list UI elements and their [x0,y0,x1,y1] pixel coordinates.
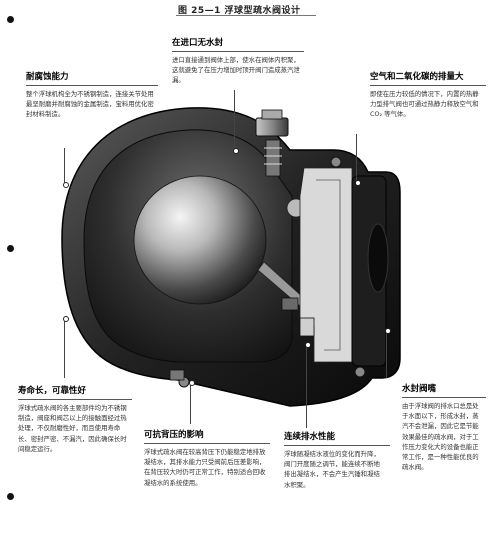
punch-hole-top [7,16,14,23]
punch-hole-middle [7,245,14,252]
leader-backpressure [190,382,191,424]
punch-hole-bottom [7,493,14,500]
callout-corrosion: 耐腐蚀能力 整个浮球机构全为不锈钢制造，连接关节处用最坚耐磨并耐腐蚀的金属制造，… [26,72,158,120]
figure-title-rule [176,15,316,16]
callout-inlet-body: 进口直接通到阀体上部，使水在阀体内积聚，这就避免了在压力增加时顶开阀门造成蒸汽泄… [172,56,300,85]
leader-air-dot [355,180,361,186]
callout-seal-rule [402,397,486,398]
leader-continuous-dot [305,342,311,348]
leader-life [64,318,65,378]
leader-continuous [306,344,307,428]
callout-corrosion-body: 整个浮球机构全为不锈钢制造，连接关节处用最坚耐磨并耐腐蚀的金属制造，宝料用优化密… [26,90,154,119]
leader-backpressure-dot [189,380,195,386]
flange-bolt-2 [354,366,366,378]
callout-backpressure: 可抗背压的影响 浮球式疏水阀在较高背压下仍能稳定地排放凝结水，其排水能力只受阀前… [144,430,270,488]
callout-air-heading: 空气和二氧化碳的排量大 [370,72,464,82]
main-valve-seat [299,317,315,337]
leader-seal-dot [385,328,391,334]
callout-continuous-body: 浮球随凝结水液位的变化而升降，阀门开度随之调节，能连续不断地排出凝结水，不会产生… [284,450,380,489]
callout-life-heading: 寿命长，可靠性好 [18,386,87,396]
callout-continuous-heading: 连续排水性能 [284,432,336,442]
lever-pivot [281,297,299,311]
callout-inlet: 在进口无水封 进口直接通到阀体上部，使水在阀体内积聚，这就避免了在压力增加时顶开… [172,38,304,86]
leader-inlet-dot [233,148,239,154]
flange-bolt-1 [330,156,342,168]
callout-life: 寿命长，可靠性好 浮球式疏水阀的各主要部件均为不锈钢制造，阀座和阀芯以上的接触面… [18,386,132,454]
leader-corrosion-dot [63,182,69,188]
air-vent-cap [255,117,289,137]
leader-seal [386,330,387,378]
callout-seal-body: 由于浮球阀的排水口总是处于水面以下，形成水封，蒸汽不会泄漏，因此它是节能效果最佳… [402,402,479,472]
float-ball [133,175,267,305]
leader-inlet [234,90,235,150]
callout-air-body: 即使在压力较低的情况下，内置的热静力型排气阀也可通过热静力释放空气和 CO₂ 等… [370,90,479,119]
callout-inlet-rule [172,51,304,52]
callout-seal-heading: 水封阀嘴 [402,384,437,394]
callout-continuous-rule [284,445,390,446]
callout-life-body: 浮球式疏水阀的各主要部件均为不锈钢制造，阀座和阀芯以上的接触面经过热处理，不仅耐… [18,404,127,453]
callout-backpressure-rule [144,443,270,444]
callout-continuous: 连续排水性能 浮球随凝结水液位的变化而升降，阀门开度随之调节，能连续不断地排出凝… [284,432,390,490]
callout-backpressure-heading: 可抗背压的影响 [144,430,204,440]
leader-life-dot [63,316,69,322]
callout-life-rule [18,399,132,400]
leader-corrosion [64,148,65,184]
figure-title: 图 25—1 浮球型疏水阀设计 [178,6,301,16]
outlet-port [367,223,389,293]
callout-corrosion-rule [26,85,158,86]
callout-backpressure-body: 浮球式疏水阀在较高背压下仍能稳定地排放凝结水，其排水能力只受阀前后压差影响，在背… [144,448,266,487]
drain-plug [169,369,185,381]
callout-air-rule [370,85,486,86]
callout-inlet-heading: 在进口无水封 [172,38,224,48]
callout-corrosion-heading: 耐腐蚀能力 [26,72,69,82]
leader-air [356,134,357,182]
air-vent-cap-top [261,109,283,120]
thermostatic-air-vent [265,139,281,177]
callout-air: 空气和二氧化碳的排量大 即使在压力较低的情况下，内置的热静力型排气阀也可通过热静… [370,72,486,120]
callout-seal: 水封阀嘴 由于浮球阀的排水口总是处于水面以下，形成水封，蒸汽不会泄漏，因此它是节… [402,384,486,472]
